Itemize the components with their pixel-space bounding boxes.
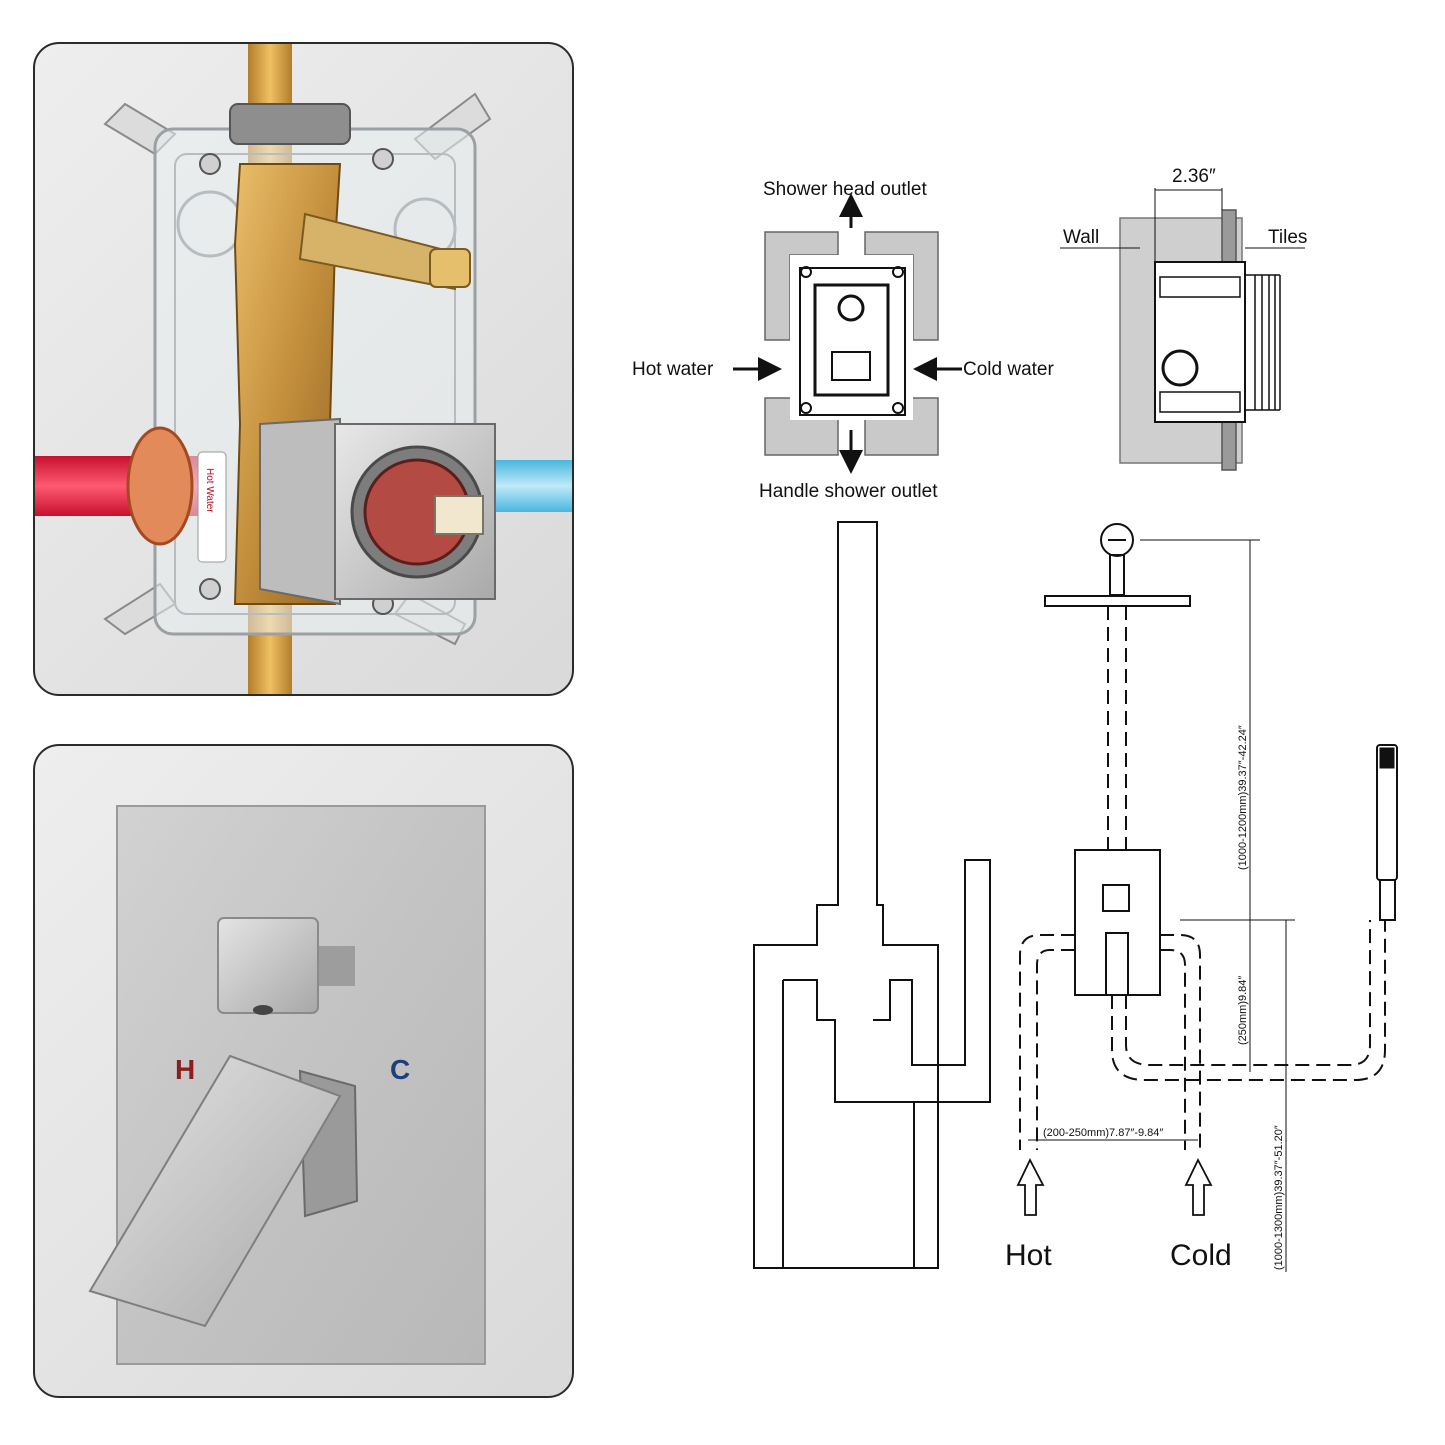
hot-mark: H [175,1054,195,1085]
cold-water-label: Cold water [963,359,1054,380]
wall-label: Wall [1063,227,1099,248]
hot-water-sticker [197,451,227,563]
inlet-spacing-dimension: (200-250mm)7.87″-9.84″ [1043,1127,1163,1139]
hot-inlet-fitting [126,426,194,546]
lever-handle [88,1054,342,1328]
handle-shower-outlet-label: Handle shower outlet [759,481,938,502]
tiles-label: Tiles [1268,227,1307,248]
trim-side-profile [753,521,991,1269]
brass-stem [298,212,462,291]
side-depth-dimension: 2.36″ [1172,166,1216,187]
top-outlet-cap [229,103,351,145]
cold-mark: C [390,1054,410,1085]
hot-water-label: Hot water [632,359,714,380]
valve-body-illustration: Hot Water [35,44,572,694]
installation-elevation [1016,523,1398,1272]
trim-plate-illustration: H C [88,805,486,1365]
valve-body-photo: Hot Water [33,42,574,696]
trim-plate-photo: H C [33,744,574,1398]
front-view [733,193,962,474]
hot-inlet-label: Hot [1005,1239,1052,1272]
side-view [1060,188,1305,471]
shower-head-outlet-label: Shower head outlet [763,179,927,200]
cold-inlet-label: Cold [1170,1239,1232,1272]
head-height-dimension: (1000-1200mm)39.37″-42.24″ [1237,725,1249,870]
valve-to-pipe-dimension: (250mm)9.84″ [1237,976,1249,1045]
total-height-dimension: (1000-1300mm)39.37″-51.20″ [1273,1125,1285,1270]
hot-water-sticker-text: Hot Water [204,468,215,513]
